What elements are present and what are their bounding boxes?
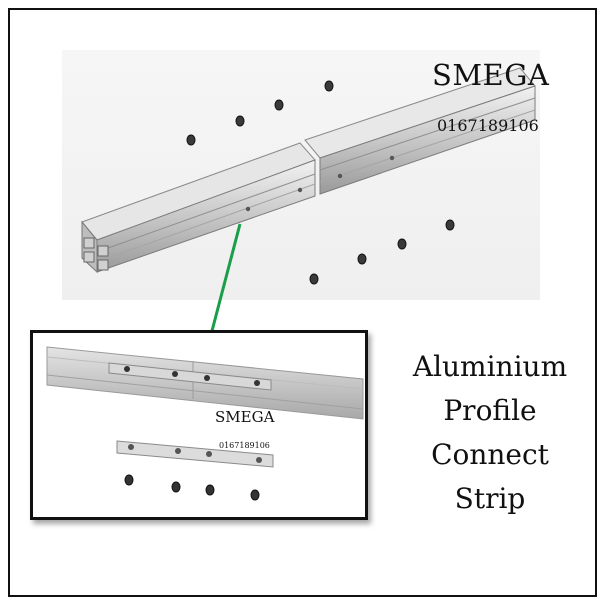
caption-line-2: Profile bbox=[443, 394, 537, 427]
set-screws bbox=[186, 80, 455, 285]
product-caption: Aluminium Profile Connect Strip bbox=[400, 345, 580, 521]
caption-line-3: Connect bbox=[431, 438, 549, 471]
aluminium-profile bbox=[81, 67, 536, 274]
pointer-line bbox=[205, 223, 242, 351]
brand-name: SMEGA bbox=[432, 58, 550, 92]
inset-brand-name: SMEGA bbox=[215, 408, 275, 426]
connect-strip-detail bbox=[46, 346, 364, 501]
caption-line-4: Strip bbox=[454, 482, 526, 515]
brand-phone: 0167189106 bbox=[437, 116, 539, 135]
detail-inset: SMEGA 0167189106 bbox=[30, 330, 368, 520]
inset-brand-phone: 0167189106 bbox=[219, 441, 270, 450]
caption-line-1: Aluminium bbox=[412, 350, 568, 383]
